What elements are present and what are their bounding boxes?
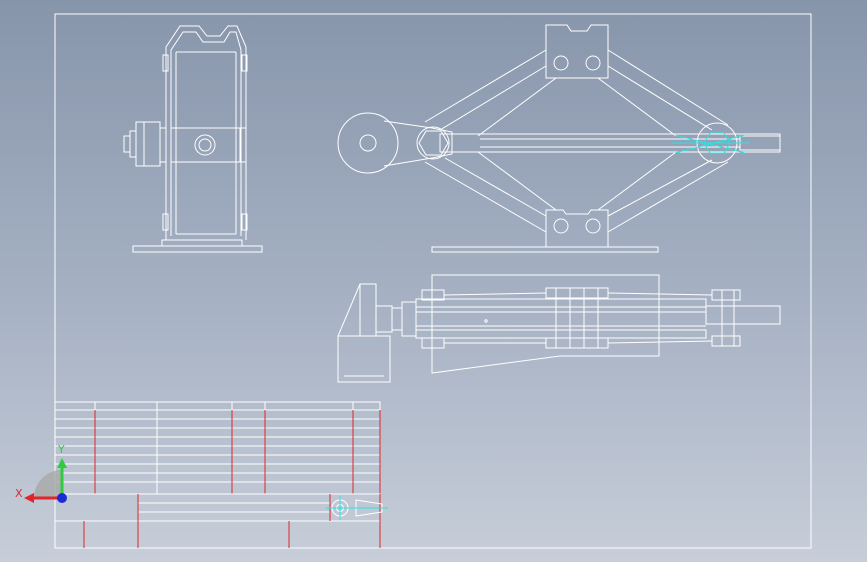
y-axis-arrowhead: [57, 458, 67, 468]
triad-shade: [34, 470, 62, 498]
z-axis-dot: [57, 493, 67, 503]
y-axis-label: Y: [57, 443, 65, 456]
front-view: [337, 24, 781, 253]
projection-symbol: [326, 496, 388, 520]
sheet-border: [54, 13, 812, 549]
side-view: [123, 25, 263, 253]
x-axis-arrowhead: [24, 493, 34, 503]
title-block: [54, 401, 388, 549]
axis-triad: X Y: [15, 443, 67, 503]
x-axis-label: X: [15, 487, 23, 500]
top-view: [337, 274, 781, 383]
